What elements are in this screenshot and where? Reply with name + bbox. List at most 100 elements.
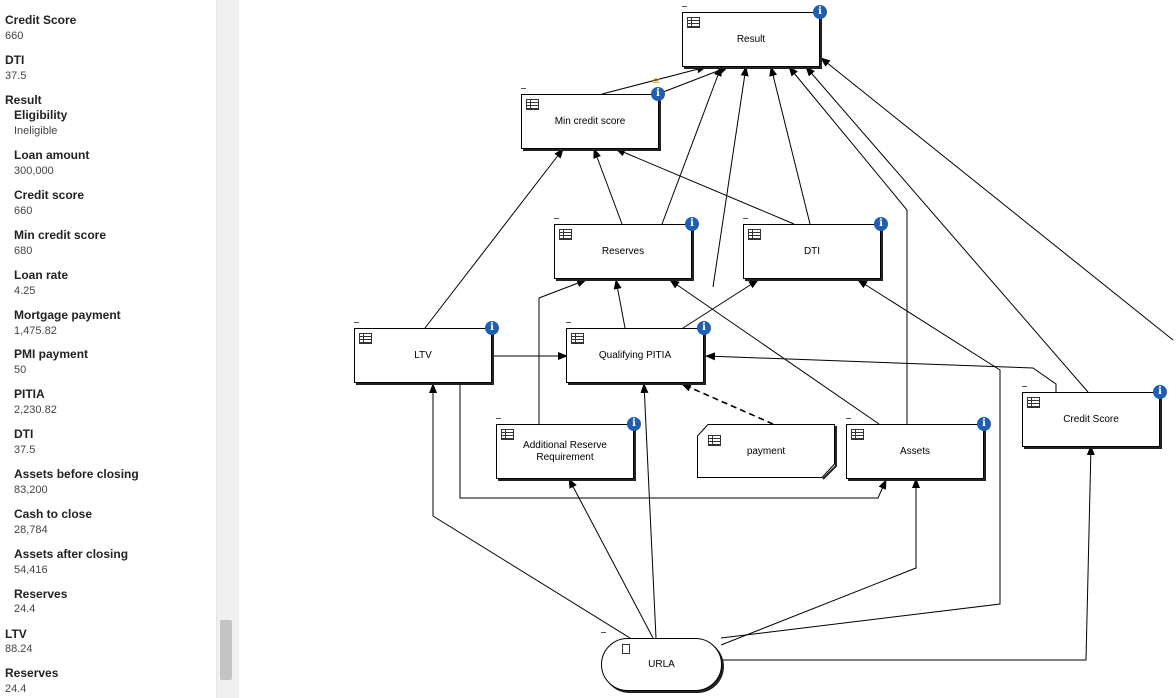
edge-assets-to-reserves xyxy=(669,279,880,425)
field-label-mortgage-payment: Mortgage payment xyxy=(14,308,121,322)
field-label-eligibility: Eligibility xyxy=(14,108,68,122)
field-label-cash-to-close: Cash to close xyxy=(14,507,93,521)
edge-reserves-to-min-credit-score xyxy=(593,148,623,225)
node-payment[interactable] xyxy=(696,423,838,481)
decision-table-icon xyxy=(571,333,584,344)
decision-table-icon xyxy=(526,99,539,110)
edge-assets-to-result xyxy=(788,66,908,425)
credit-score-info-icon[interactable]: i xyxy=(1153,385,1167,399)
field-label-assets-after-closing: Assets after closing xyxy=(14,547,129,561)
urla-collapse-marker[interactable] xyxy=(601,632,606,633)
reserves-collapse-marker[interactable] xyxy=(554,218,559,219)
node-result[interactable]: Result xyxy=(682,12,820,67)
node-additional-reserve-requirement[interactable]: Additional Reserve Requirement xyxy=(496,424,634,479)
field-value-assets-before-closing: 83,200 xyxy=(14,484,48,496)
assets-collapse-marker[interactable] xyxy=(846,418,851,419)
field-label-result-credit-score: Credit score xyxy=(14,188,85,202)
field-value-result-reserves: 24.4 xyxy=(14,603,36,615)
node-min-credit-score-label: Min credit score xyxy=(554,116,626,127)
field-label-reserves: Reserves xyxy=(5,666,59,680)
field-value-pitia: 2,230.82 xyxy=(14,404,57,416)
dti-collapse-marker[interactable] xyxy=(743,218,748,219)
field-label-loan-amount: Loan amount xyxy=(14,148,90,162)
edge-urla-to-qualifying-pitia xyxy=(640,383,657,639)
edge-qualifying-pitia-to-reserves xyxy=(613,279,626,329)
field-value-result-dti: 37.5 xyxy=(14,444,36,456)
edge-dti-to-min-credit-score xyxy=(615,148,795,225)
field-label-min-credit-score: Min credit score xyxy=(14,228,107,242)
additional-reserve-info-icon[interactable]: i xyxy=(627,417,641,431)
field-value-assets-after-closing: 54,416 xyxy=(14,564,48,576)
node-reserves-label: Reserves xyxy=(601,246,645,257)
bkm-icon xyxy=(708,435,721,446)
ltv-info-icon[interactable]: i xyxy=(485,321,499,335)
edge-urla-to-additional-reserve xyxy=(568,478,654,639)
node-urla-label: URLA xyxy=(648,659,675,670)
result-collapse-marker[interactable] xyxy=(682,6,687,7)
edge-ltv-to-min-credit-score xyxy=(424,148,564,329)
assets-info-icon[interactable]: i xyxy=(977,417,991,431)
ltv-collapse-marker[interactable] xyxy=(354,322,359,323)
field-value-credit-score: 660 xyxy=(5,30,24,42)
field-label-loan-rate: Loan rate xyxy=(14,268,69,282)
field-value-reserves: 24.4 xyxy=(5,683,27,695)
node-assets-label: Assets xyxy=(899,446,930,457)
scrollbar-track[interactable] xyxy=(216,0,239,698)
decision-table-icon xyxy=(501,429,514,440)
edge-urla-to-credit-score xyxy=(721,445,1095,661)
edge-qualifying-pitia-to-dti xyxy=(682,279,759,329)
node-payment-label: payment xyxy=(746,446,786,457)
node-reserves[interactable]: Reserves xyxy=(554,224,692,279)
node-qualifying-pitia-label: Qualifying PITIA xyxy=(598,350,672,361)
document-icon xyxy=(622,644,630,654)
qualifying-pitia-collapse-marker[interactable] xyxy=(566,322,571,323)
field-value-result-credit-score: 660 xyxy=(14,205,33,217)
result-info-icon[interactable]: i xyxy=(813,5,827,19)
edge-urla-to-ltv xyxy=(429,383,631,639)
decision-table-icon xyxy=(851,429,864,440)
min-credit-score-info-icon[interactable]: i xyxy=(651,87,665,101)
field-label-dti: DTI xyxy=(5,53,25,67)
decision-table-icon xyxy=(359,333,372,344)
edge-ltv-to-assets xyxy=(459,384,887,499)
field-value-ltv: 88.24 xyxy=(5,643,33,655)
node-credit-score[interactable]: Credit Score xyxy=(1022,392,1160,447)
field-label-credit-score: Credit Score xyxy=(5,13,77,27)
node-assets[interactable]: Assets xyxy=(846,424,984,479)
field-value-cash-to-close: 28,784 xyxy=(14,524,48,536)
field-label-result-reserves: Reserves xyxy=(14,587,68,601)
node-dti-label: DTI xyxy=(803,246,821,257)
edge-credit-score-to-result xyxy=(805,66,1089,393)
edges-layer: ≡ xyxy=(424,57,1174,661)
field-value-loan-amount: 300,000 xyxy=(14,165,54,177)
edge-payment-to-qualifying-pitia xyxy=(681,383,774,425)
min-credit-score-collapse-marker[interactable] xyxy=(521,88,526,89)
node-qualifying-pitia[interactable]: Qualifying PITIA xyxy=(566,328,704,383)
node-ltv[interactable]: LTV xyxy=(354,328,492,383)
field-label-pitia: PITIA xyxy=(14,387,45,401)
additional-reserve-collapse-marker[interactable] xyxy=(496,418,501,419)
node-dti[interactable]: DTI xyxy=(743,224,881,279)
edge-urla-to-assets xyxy=(720,478,920,646)
node-result-label: Result xyxy=(736,34,766,45)
edge-credit-score-to-qualifying-pitia xyxy=(705,352,1057,392)
field-value-eligibility: Ineligible xyxy=(14,125,58,137)
node-ltv-label: LTV xyxy=(414,350,432,361)
dti-info-icon[interactable]: i xyxy=(874,217,888,231)
node-min-credit-score[interactable]: Min credit score xyxy=(521,94,659,149)
field-value-pmi-payment: 50 xyxy=(14,364,27,376)
credit-score-collapse-marker[interactable] xyxy=(1022,386,1027,387)
field-label-result-dti: DTI xyxy=(14,427,34,441)
edge-min-credit-score-to-result-2 xyxy=(657,66,729,95)
field-label-ltv: LTV xyxy=(5,627,27,641)
edge-min-credit-score-to-result xyxy=(601,65,707,95)
edge-dti-to-result xyxy=(769,66,811,225)
qualifying-pitia-info-icon[interactable]: i xyxy=(697,321,711,335)
drd-canvas: ≡ Result i Min credit score i Reserves i… xyxy=(238,0,1176,698)
reserves-info-icon[interactable]: i xyxy=(685,217,699,231)
decision-table-icon xyxy=(559,229,572,240)
node-additional-reserve-label-line2: Requirement xyxy=(536,452,594,463)
field-value-loan-rate: 4.25 xyxy=(14,285,36,297)
node-urla[interactable]: URLA xyxy=(601,638,722,691)
scrollbar-thumb[interactable] xyxy=(220,620,232,680)
